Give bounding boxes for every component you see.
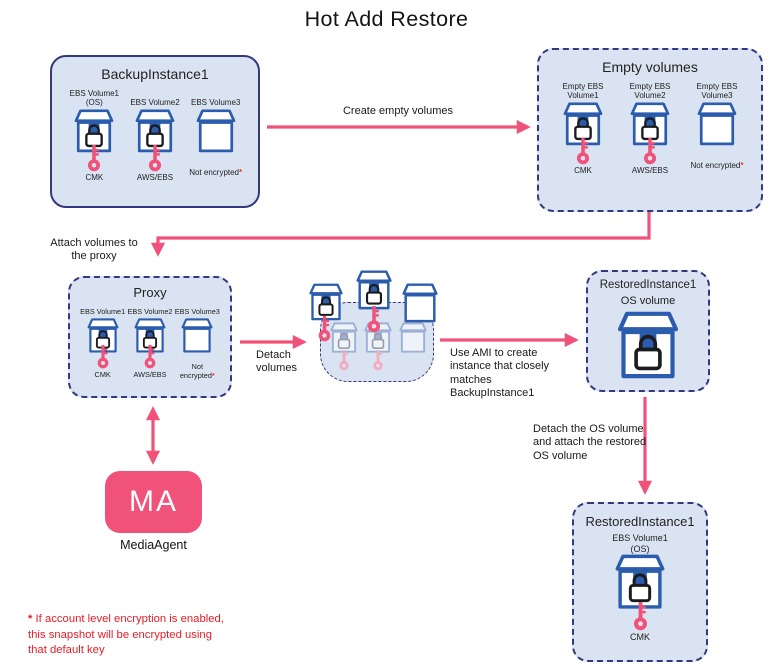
empty-volume3: Empty EBS Volume3 Not encrypted* bbox=[685, 80, 749, 175]
key-label: CMK bbox=[574, 166, 592, 175]
volume-label: EBS Volume3 bbox=[174, 306, 220, 316]
backup-volume3: EBS Volume3 Not encrypted* bbox=[185, 87, 246, 182]
label-use-ami: Use AMI to create instance that closely … bbox=[450, 347, 550, 400]
empty-volume2: Empty EBS Volume2 AWS/EBS bbox=[618, 80, 682, 175]
footnote: * If account level encryption is enabled… bbox=[28, 612, 224, 659]
restored-final-title: RestoredInstance1 bbox=[585, 514, 695, 529]
backup-volume1: EBS Volume1 (OS) CMK bbox=[64, 87, 125, 182]
detached-volume-lock-icon bbox=[356, 270, 392, 311]
empty-volume1: Empty EBS Volume1 CMK bbox=[551, 80, 615, 175]
volume-label: EBS Volume2 bbox=[130, 97, 180, 107]
media-agent-box: MA bbox=[105, 471, 202, 533]
label-detach-volumes: Detach volumes bbox=[256, 349, 297, 375]
proxy-volume1: EBS Volume1 CMK bbox=[79, 304, 126, 381]
label-attach-to-proxy: Attach volumes to the proxy bbox=[50, 237, 138, 263]
label-detach-os-volume: Detach the OS volume and attach the rest… bbox=[533, 423, 647, 462]
not-encrypted-note: Not encrypted* bbox=[690, 161, 744, 170]
proxy-volume-row: EBS Volume1 CMK EBS Volume2 AWS/EBS EBS … bbox=[70, 304, 230, 381]
volume-label: Empty EBS Volume1 bbox=[562, 81, 604, 100]
key-label: CMK bbox=[85, 173, 104, 182]
cmk-key-icon bbox=[632, 602, 649, 631]
backup-instance-box: BackupInstance1 EBS Volume1 (OS) CMK EBS… bbox=[50, 55, 260, 208]
key-label: AWS/EBS bbox=[136, 173, 174, 182]
empty-volume-row: Empty EBS Volume1 CMK Empty EBS Volume2 … bbox=[539, 80, 761, 175]
volume-label: Empty EBS Volume2 bbox=[629, 81, 671, 100]
proxy-title: Proxy bbox=[133, 285, 167, 300]
empty-volumes-title: Empty volumes bbox=[602, 59, 698, 75]
key-label: CMK bbox=[94, 370, 111, 379]
volume-label: EBS Volume1 (OS) bbox=[612, 533, 668, 554]
os-volume-label: OS volume bbox=[620, 295, 676, 307]
media-agent-abbr: MA bbox=[129, 485, 178, 518]
aws-ebs-key-icon bbox=[147, 145, 163, 172]
proxy-volume2: EBS Volume2 AWS/EBS bbox=[126, 304, 173, 381]
footnote-line1: * If account level encryption is enabled… bbox=[28, 613, 224, 625]
proxy-volume3: EBS Volume3 Not encrypted* bbox=[174, 304, 221, 381]
aws-ebs-key-icon bbox=[642, 138, 658, 165]
label-create-empty-volumes: Create empty volumes bbox=[342, 105, 454, 117]
footnote-asterisk: * bbox=[28, 613, 33, 625]
proxy-box: Proxy EBS Volume1 CMK EBS Volume2 AWS/EB… bbox=[68, 276, 232, 398]
red-asterisk: * bbox=[239, 168, 243, 177]
backup-volume2: EBS Volume2 AWS/EBS bbox=[125, 87, 186, 182]
not-encrypted-note: Not encrypted* bbox=[179, 362, 215, 380]
backup-volume-row: EBS Volume1 (OS) CMK EBS Volume2 AWS/EBS… bbox=[52, 87, 258, 182]
detached-key-icon bbox=[317, 316, 332, 342]
restored-os-title: RestoredInstance1 bbox=[599, 279, 697, 291]
detached-key-icon bbox=[366, 306, 382, 333]
aws-ebs-key-icon bbox=[143, 345, 157, 369]
faded-key-icon bbox=[338, 350, 350, 371]
restored-final-volume: EBS Volume1 (OS) CMK bbox=[574, 532, 706, 642]
red-asterisk: * bbox=[740, 161, 744, 170]
restored-instance-os-box: RestoredInstance1 OS volume bbox=[586, 270, 710, 392]
restored-instance-final-box: RestoredInstance1 EBS Volume1 (OS) CMK bbox=[572, 502, 708, 662]
arrow-attach-to-proxy bbox=[150, 212, 651, 257]
footnote-line2: this snapshot will be encrypted using bbox=[28, 628, 212, 641]
ebs-volume-plain-icon bbox=[196, 109, 236, 154]
faded-key-icon bbox=[372, 350, 384, 371]
empty-volumes-box: Empty volumes Empty EBS Volume1 CMK Empt… bbox=[537, 48, 763, 212]
cmk-key-icon bbox=[575, 138, 591, 165]
os-volume-lock-icon bbox=[617, 311, 679, 381]
faded-volume-plain-icon bbox=[399, 322, 427, 354]
ebs-volume-plain-icon bbox=[181, 318, 213, 354]
backup-instance-title: BackupInstance1 bbox=[101, 66, 209, 82]
volume-label: EBS Volume2 bbox=[127, 306, 173, 316]
volume-label: Empty EBS Volume3 bbox=[696, 81, 738, 100]
volume-label: EBS Volume1 bbox=[80, 306, 126, 316]
footnote-line3: that default key bbox=[28, 644, 105, 657]
volume-label: EBS Volume3 bbox=[190, 97, 241, 107]
page-title: Hot Add Restore bbox=[304, 7, 469, 31]
ebs-volume-plain-icon bbox=[697, 102, 737, 147]
cmk-key-icon bbox=[86, 145, 102, 172]
volume-label: EBS Volume1 (OS) bbox=[69, 88, 120, 107]
not-encrypted-note: Not encrypted* bbox=[189, 168, 243, 177]
detached-volume-plain-icon bbox=[402, 283, 438, 324]
red-asterisk: * bbox=[211, 370, 215, 380]
key-label: AWS/EBS bbox=[133, 370, 167, 379]
media-agent-label: MediaAgent bbox=[120, 538, 187, 552]
key-label: CMK bbox=[630, 632, 650, 642]
cmk-key-icon bbox=[96, 345, 110, 369]
key-label: AWS/EBS bbox=[631, 166, 669, 175]
